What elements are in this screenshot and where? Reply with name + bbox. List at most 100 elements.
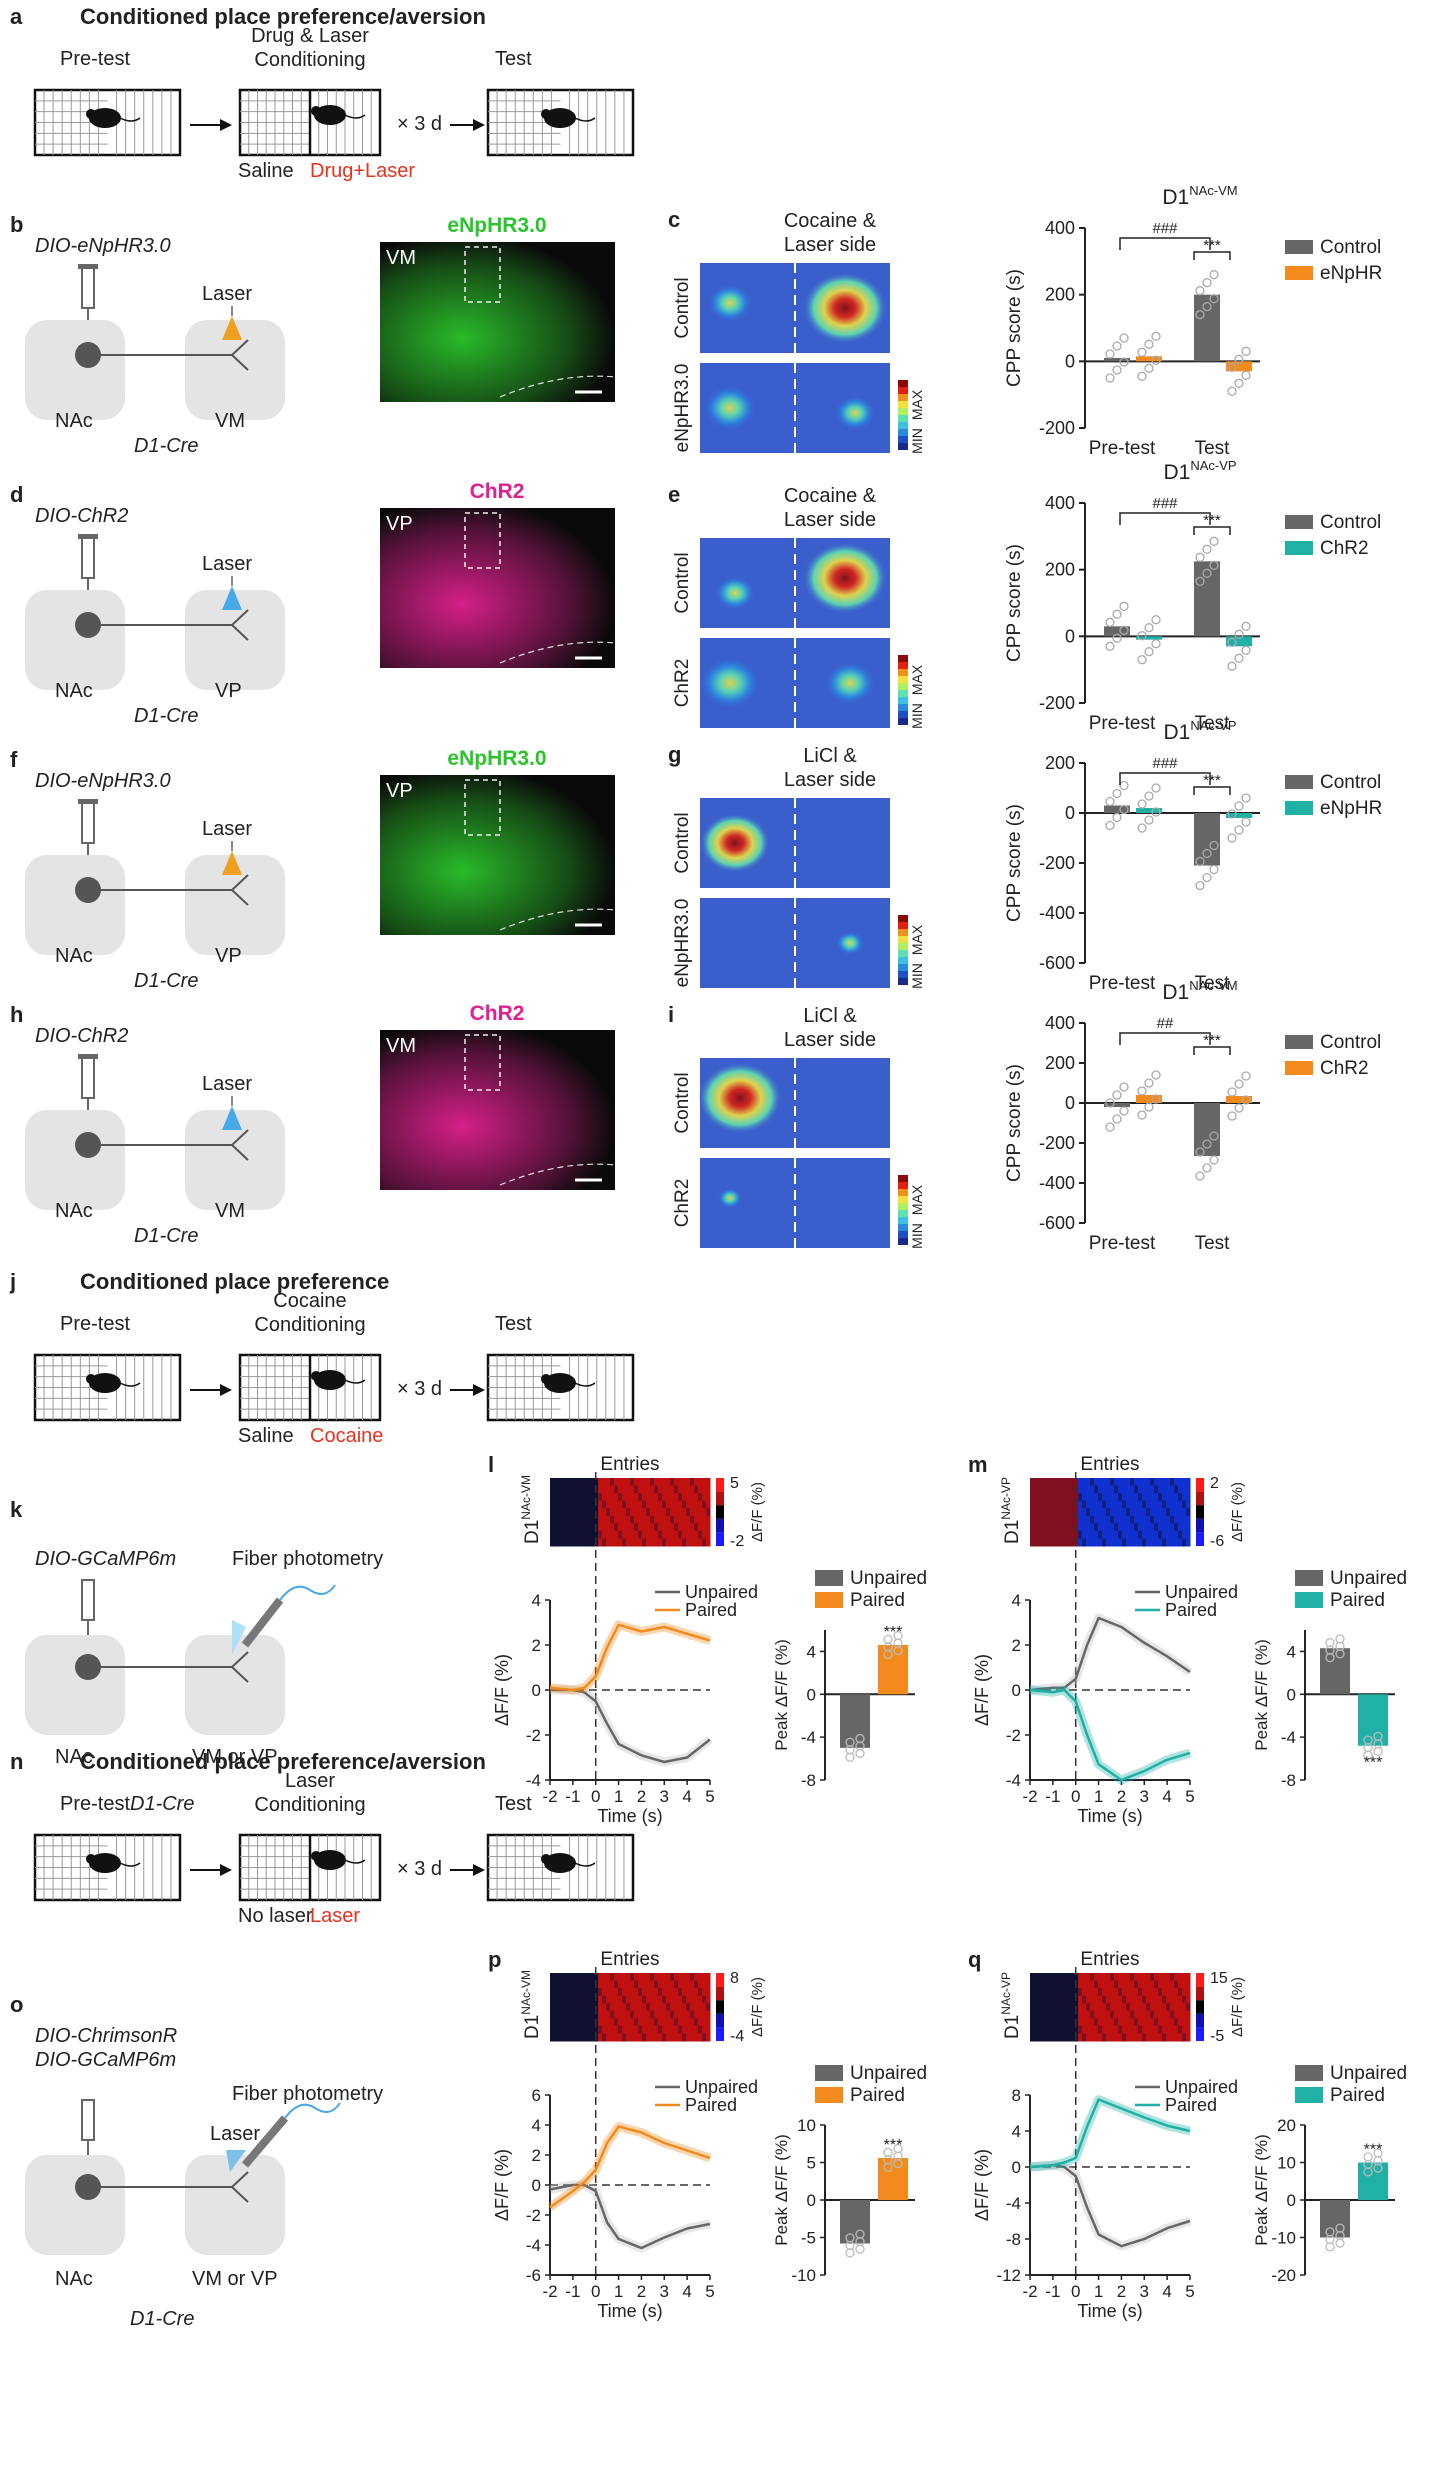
x-category-label: Pre-test	[1089, 973, 1156, 994]
mouse-line-text: D1-Cre	[134, 1225, 198, 1247]
data-point	[1119, 1082, 1129, 1092]
x-category-label: Test	[1195, 1233, 1231, 1254]
data-point	[1119, 625, 1129, 635]
raster-cell	[582, 1500, 587, 1509]
data-point	[1209, 1155, 1219, 1165]
legend-swatch	[1285, 266, 1313, 280]
raster-cell	[1042, 1493, 1047, 1502]
raster-cell	[1158, 1478, 1163, 1487]
raster-cell	[634, 2010, 639, 2019]
bar-y-tick-label: -10	[791, 2266, 816, 2285]
raster-cell	[614, 1530, 619, 1539]
x-category-label: Test	[1195, 438, 1231, 459]
raster-cell	[686, 1515, 691, 1524]
raster-cell	[582, 1523, 587, 1532]
raster-cell	[694, 1478, 699, 1487]
mouse-icon	[544, 1853, 576, 1873]
raster-cell	[582, 1995, 587, 2004]
series-line	[1029, 1616, 1191, 1692]
x-tick-label: 4	[682, 2282, 691, 2301]
colorbar-cell	[1196, 1478, 1204, 1492]
raster-cell	[590, 2025, 595, 2034]
series-line	[1029, 1688, 1191, 1782]
sig-label: ***	[1364, 2142, 1383, 2159]
raster-cell	[1138, 1530, 1143, 1539]
data-point	[1137, 823, 1147, 833]
raster-cell	[1138, 2018, 1143, 2027]
raster-cell	[1106, 1508, 1111, 1517]
raster-cell	[1106, 2003, 1111, 2012]
colorbar-cell	[898, 436, 908, 443]
raster-cell	[646, 1973, 651, 1982]
raster-cell	[1130, 1530, 1135, 1539]
raster-cell	[590, 1478, 595, 1487]
colorbar-cell	[1196, 1518, 1204, 1533]
raster-cell	[606, 2010, 611, 2019]
raster-cell	[1182, 2010, 1187, 2019]
raster-cell	[698, 1530, 703, 1539]
data-point	[1195, 856, 1205, 867]
raster-cell	[690, 1538, 695, 1547]
colorbar-label: ΔF/F (%)	[749, 1977, 766, 2037]
colorbar-max: MAX	[909, 664, 925, 695]
raster-cell	[646, 2025, 651, 2034]
fiber-probe-icon	[241, 1597, 284, 1648]
raster-cell	[1058, 1493, 1063, 1502]
colorbar-min: MIN	[909, 1223, 925, 1249]
raster-cell	[666, 2003, 671, 2012]
raster-cell	[598, 1523, 603, 1532]
data-point	[1195, 552, 1205, 562]
target-label: VM or VP	[192, 1746, 278, 1768]
y-tick-label: 4	[532, 2116, 541, 2135]
raster-cell	[602, 1508, 607, 1517]
raster-cell	[1146, 2033, 1151, 2042]
x-category-label: Pre-test	[1089, 438, 1156, 459]
raster-cell	[558, 1973, 563, 1982]
data-point	[1195, 310, 1205, 320]
colorbar-cell	[898, 690, 908, 697]
raster-cell	[554, 1493, 559, 1502]
raster-cell	[1182, 2033, 1187, 2042]
raster-cell	[1150, 1485, 1155, 1494]
raster-cell	[1122, 1538, 1127, 1547]
raster-cell	[590, 1988, 595, 1997]
peak-bar	[1358, 2162, 1388, 2200]
raster-cell	[1046, 1485, 1051, 1494]
conditioning-title: Conditioning	[254, 1794, 365, 1816]
raster-cell	[658, 1485, 663, 1494]
raster-cell	[574, 1988, 579, 1997]
raster-cell	[1118, 1508, 1123, 1517]
raster-cell	[1110, 1538, 1115, 1547]
raster-cell	[1146, 2018, 1151, 2027]
y-tick-label: -2	[1006, 1726, 1021, 1745]
raster-cell	[1126, 1478, 1131, 1487]
raster-cell	[1090, 1508, 1095, 1517]
raster-cell	[1082, 1478, 1087, 1487]
raster-cell	[590, 1515, 595, 1524]
colorbar-max: MAX	[909, 924, 925, 955]
raster-cell	[1094, 1995, 1099, 2004]
raster-cell	[698, 2025, 703, 2034]
raster-cell	[658, 2003, 663, 2012]
colorbar-cell	[1196, 2027, 1204, 2041]
raster-cell	[1150, 1973, 1155, 1982]
raster-cell	[610, 1478, 615, 1487]
raster-cell	[562, 2033, 567, 2042]
raster-cell	[642, 2003, 647, 2012]
data-point	[1202, 1163, 1212, 1173]
target-region	[185, 320, 285, 420]
panel-letter: h	[10, 1002, 23, 1027]
chart-title: D1NAc-VP	[1163, 718, 1236, 744]
raster-cell	[578, 1995, 583, 2004]
raster-cell	[1154, 1530, 1159, 1539]
fiber-cable-icon	[284, 2102, 341, 2119]
terminal-icon	[231, 1129, 249, 1161]
raster-cell	[614, 1538, 619, 1547]
y-axis-label: CPP score (s)	[1004, 1064, 1025, 1182]
laser-label: Laser	[202, 553, 252, 575]
raster-cell	[1058, 1995, 1063, 2004]
mouse-tail-icon	[119, 1862, 141, 1867]
series-sem-band	[1029, 2160, 1192, 2251]
raster-cell	[666, 2025, 671, 2034]
